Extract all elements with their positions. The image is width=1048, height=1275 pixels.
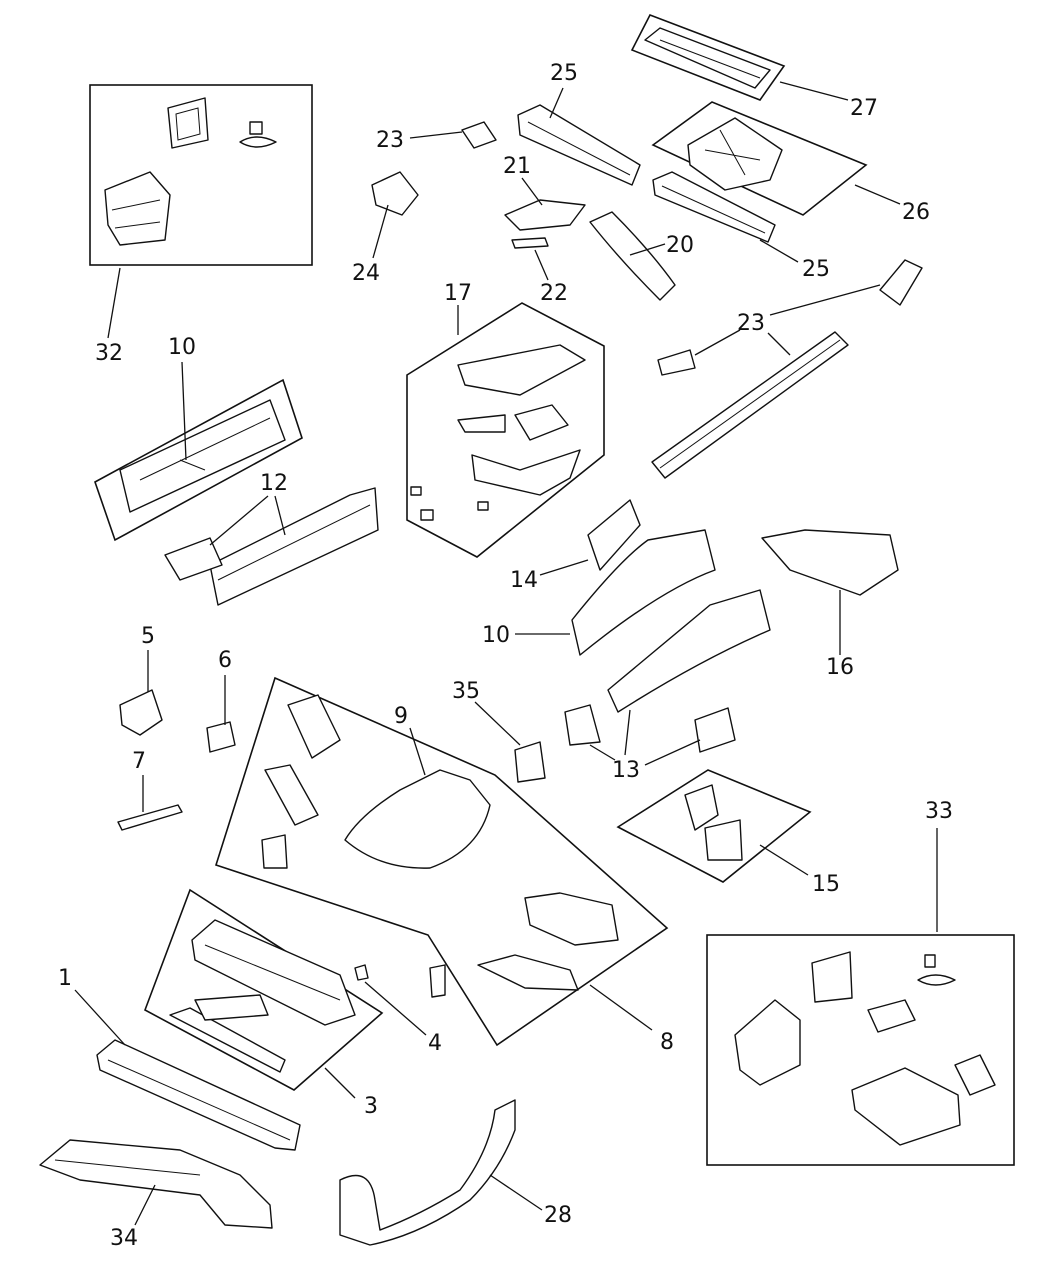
callout-33: 33 [925, 799, 953, 824]
leader-34 [134, 1184, 156, 1226]
callout-32: 32 [95, 341, 123, 366]
callout-6: 6 [218, 648, 232, 673]
part-8-group-parts [477, 892, 619, 991]
part-21-bracket [504, 199, 586, 231]
part-34-cradle [39, 1139, 273, 1229]
leader-32 [107, 267, 121, 339]
part-26-tunnel [687, 117, 783, 191]
callout-3: 3 [364, 1094, 378, 1119]
callout-25-lower: 25 [802, 257, 830, 282]
leader-10-top [181, 361, 187, 461]
callout-10-lower: 10 [482, 623, 510, 648]
callout-13: 13 [612, 758, 640, 783]
part-16-floor-section [761, 529, 899, 596]
leader-12a [209, 495, 269, 546]
callout-28: 28 [544, 1203, 572, 1228]
callout-20: 20 [666, 233, 694, 258]
callout-12: 12 [260, 471, 288, 496]
callout-7: 7 [132, 749, 146, 774]
leader-4 [364, 981, 427, 1036]
leader-23a [769, 284, 881, 316]
part-15-group-parts [684, 784, 743, 861]
leader-1 [74, 989, 126, 1046]
part-32-clip [239, 121, 277, 148]
leader-28 [489, 1174, 543, 1211]
leader-23c [767, 332, 791, 356]
part-23-plate [657, 349, 696, 376]
part-32-bracket [167, 97, 209, 149]
callout-16: 16 [826, 655, 854, 680]
part-17-assembly [410, 344, 586, 521]
leader-15 [759, 844, 809, 876]
part-22-plate [511, 237, 549, 249]
leader-35 [474, 701, 521, 746]
part-32-panel [104, 171, 171, 246]
leader-9 [409, 727, 426, 776]
callout-23-top: 23 [376, 128, 404, 153]
leader-3 [324, 1067, 356, 1099]
callout-23-side: 23 [737, 311, 765, 336]
part-33-group-parts [734, 951, 996, 1146]
callout-17: 17 [444, 281, 472, 306]
part-24-bracket [371, 171, 419, 216]
callout-27: 27 [850, 96, 878, 121]
leader-24 [372, 204, 389, 259]
part-23-side-rail [651, 331, 849, 479]
callout-21: 21 [503, 154, 531, 179]
callout-15: 15 [812, 872, 840, 897]
callout-35: 35 [452, 679, 480, 704]
leader-12b [274, 495, 286, 536]
leader-22 [534, 249, 549, 281]
part-5-bracket [119, 689, 163, 736]
callout-10-top: 10 [168, 335, 196, 360]
part-25-lower-rail [652, 171, 776, 243]
leader-13b [589, 744, 616, 761]
part-23-small-bracket [461, 121, 497, 149]
callout-22: 22 [540, 281, 568, 306]
part-12-rail [164, 487, 379, 606]
callout-9: 9 [394, 704, 408, 729]
part-25-upper-rail [517, 104, 641, 186]
leader-20 [629, 243, 666, 256]
part-9-group-parts [261, 694, 546, 998]
leader-21 [521, 177, 543, 206]
callout-8: 8 [660, 1030, 674, 1055]
part-4-clip [354, 964, 369, 981]
part-27-panel [644, 27, 771, 89]
callout-1: 1 [58, 966, 72, 991]
part-13-rail [564, 589, 771, 753]
callout-24: 24 [352, 261, 380, 286]
part-6-bracket [206, 721, 236, 753]
callout-14: 14 [510, 568, 538, 593]
leader-13a [624, 709, 631, 756]
leader-13c [644, 739, 701, 766]
leader-23-top [409, 131, 463, 139]
callout-34: 34 [110, 1226, 138, 1251]
part-14-bracket [587, 499, 641, 571]
leader-8 [589, 984, 653, 1031]
callout-5: 5 [141, 624, 155, 649]
part-10-lower-rail [571, 529, 716, 656]
leader-14 [539, 559, 589, 576]
part-3-crossmember [169, 919, 356, 1073]
part-10-upper-panel [119, 399, 286, 513]
callout-26: 26 [902, 200, 930, 225]
leader-26 [854, 184, 901, 205]
leader-25-top [549, 87, 564, 119]
leader-27 [779, 81, 849, 101]
callout-4: 4 [428, 1031, 442, 1056]
callout-25-top: 25 [550, 61, 578, 86]
part-23-right-bracket [879, 259, 923, 306]
part-20-rail [589, 211, 676, 301]
part-28-bar [339, 1099, 516, 1246]
leader-23b [694, 329, 741, 356]
part-7-bar [117, 804, 183, 831]
leader-25-lower [759, 239, 799, 263]
part-1-support [96, 1039, 301, 1151]
